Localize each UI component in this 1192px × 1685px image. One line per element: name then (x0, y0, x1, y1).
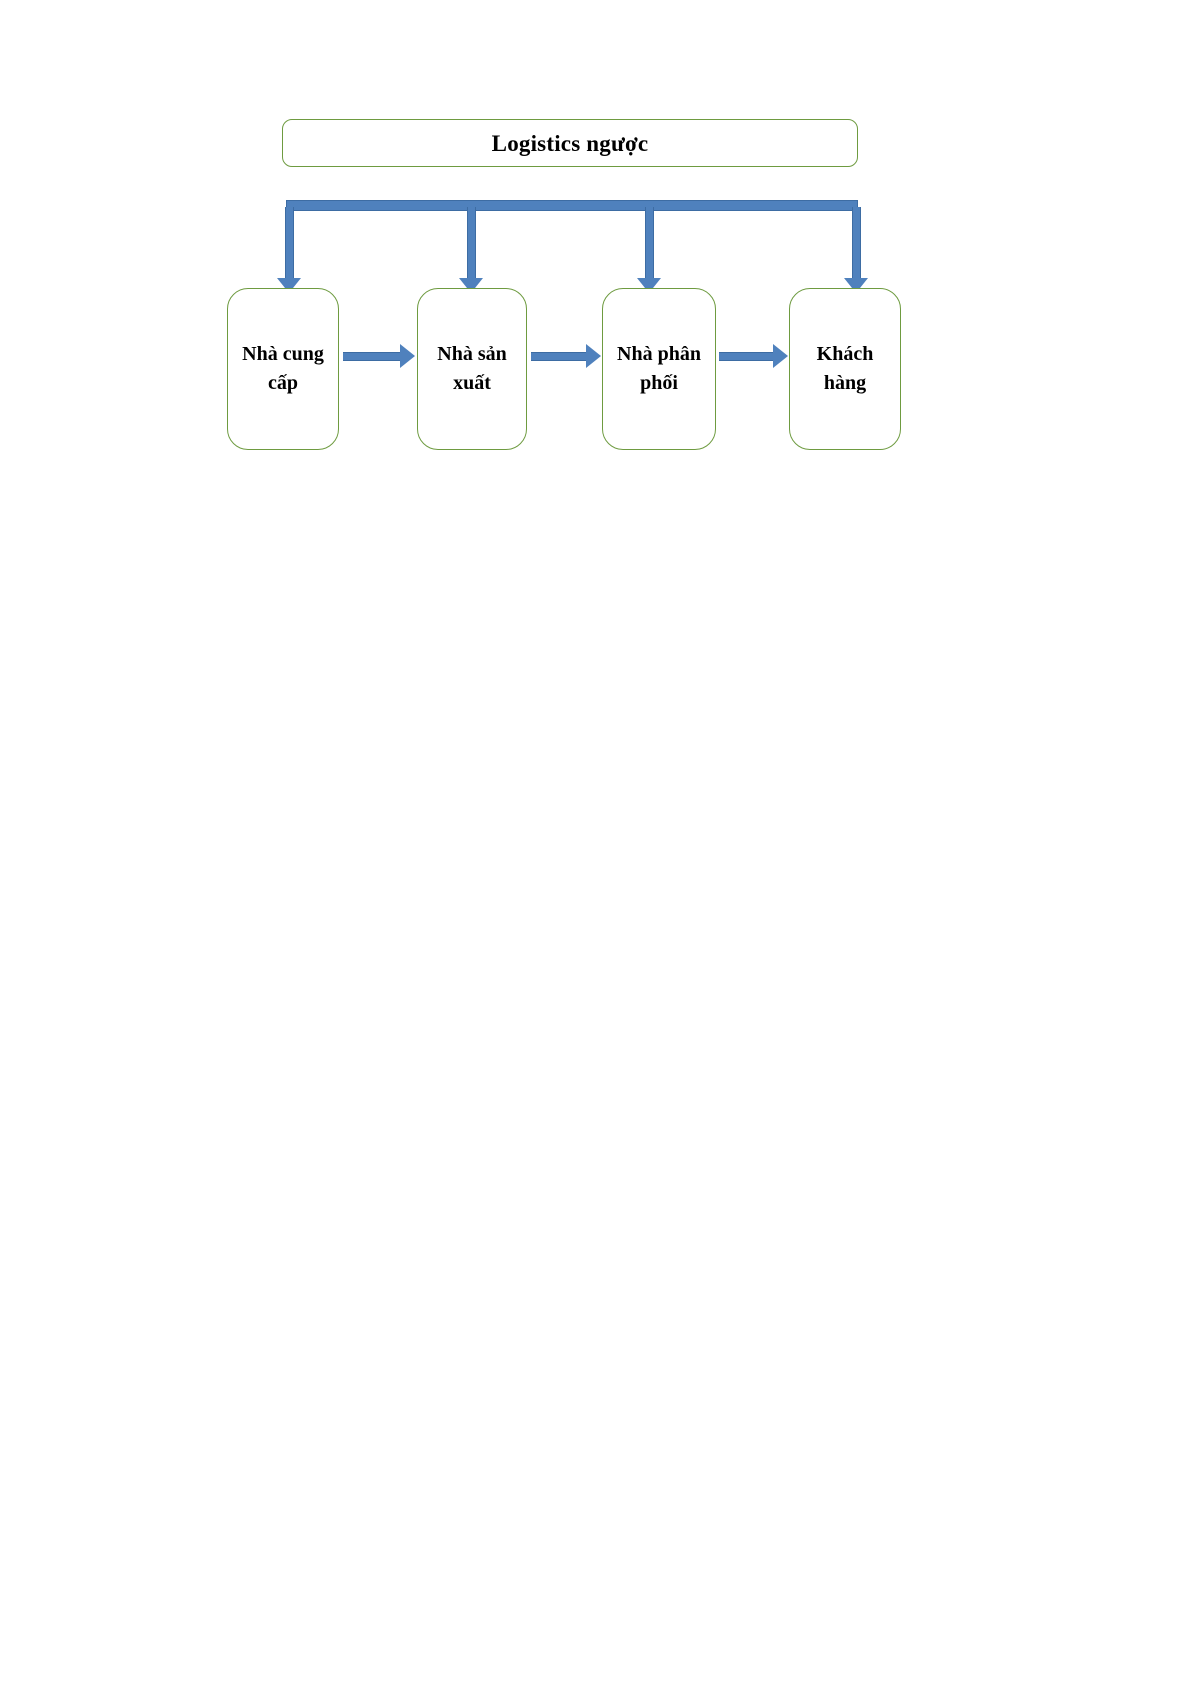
flow-arrow-head-icon (773, 344, 788, 368)
title-box: Logistics ngược (282, 119, 858, 167)
flow-arrow-head-icon (400, 344, 415, 368)
drop-arrow-shaft (645, 207, 654, 278)
drop-arrow-shaft (852, 207, 861, 278)
drop-arrow-shaft (285, 207, 294, 278)
node-customer-label: Khách hàng (816, 343, 874, 394)
node-customer[interactable]: Khách hàng (789, 288, 901, 450)
diagram-title: Logistics ngược (491, 130, 649, 156)
flow-arrow-supplier-to-manufacturer (343, 344, 415, 368)
drop-arrow-shaft (467, 207, 476, 278)
flow-arrow-manufacturer-to-distributor (531, 344, 601, 368)
reverse-logistics-bus-bar (286, 200, 858, 211)
drop-arrow-to-distributor (637, 207, 661, 293)
node-supplier[interactable]: Nhà cung cấp (227, 288, 339, 450)
node-manufacturer-label: Nhà sản xuất (437, 343, 507, 394)
node-manufacturer[interactable]: Nhà sản xuất (417, 288, 527, 450)
drop-arrow-to-supplier (277, 207, 301, 293)
node-distributor[interactable]: Nhà phân phối (602, 288, 716, 450)
node-supplier-label: Nhà cung cấp (242, 343, 324, 394)
flow-arrow-distributor-to-customer (719, 344, 788, 368)
flow-arrow-shaft (343, 352, 400, 361)
drop-arrow-to-manufacturer (459, 207, 483, 293)
flow-arrow-shaft (719, 352, 773, 361)
node-distributor-label: Nhà phân phối (617, 343, 701, 394)
flow-arrow-shaft (531, 352, 586, 361)
flow-arrow-head-icon (586, 344, 601, 368)
drop-arrow-to-customer (844, 207, 868, 293)
